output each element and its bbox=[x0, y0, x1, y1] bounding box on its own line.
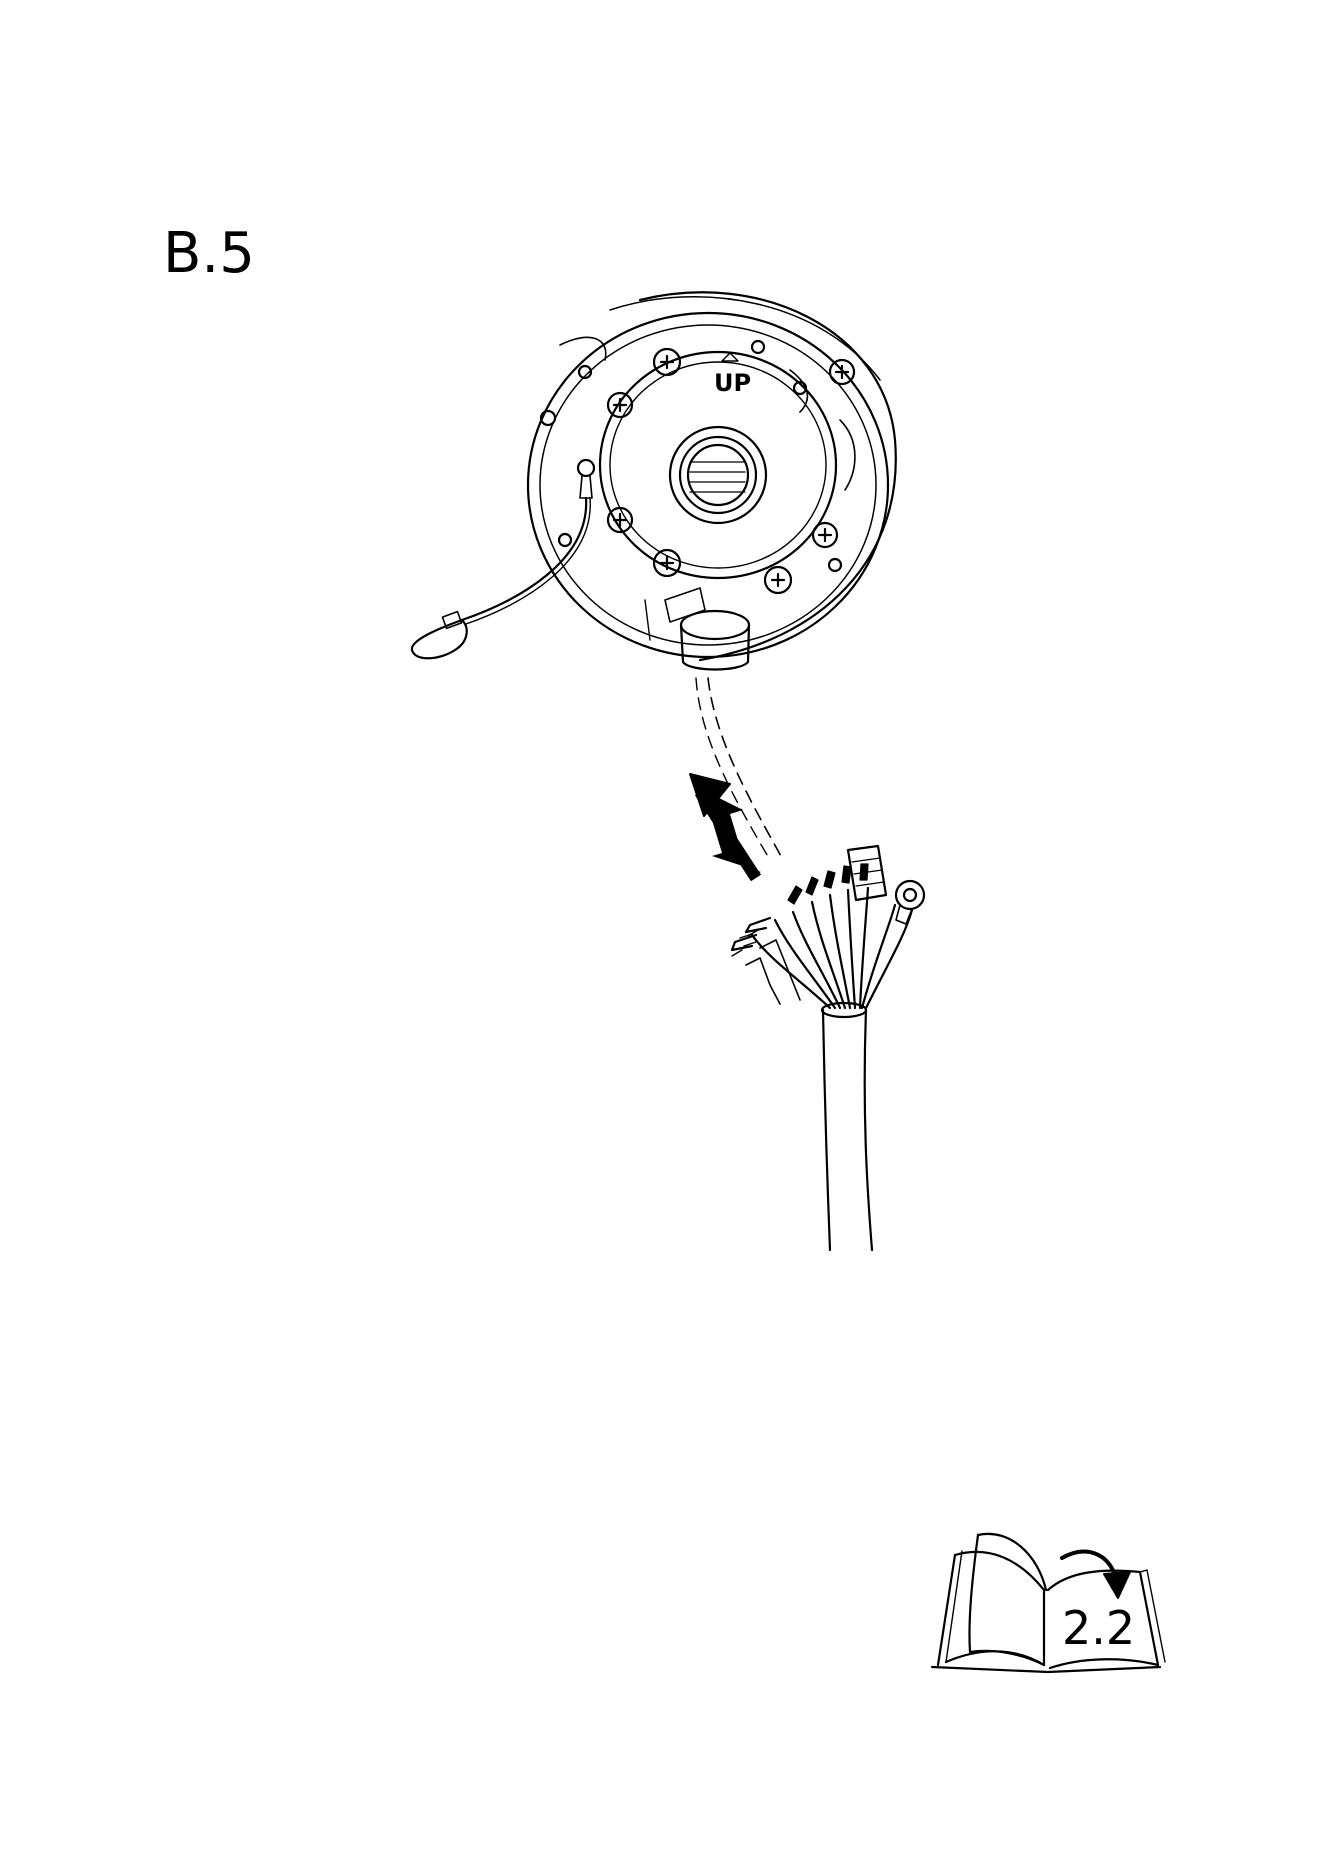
up-marking: UP bbox=[714, 369, 751, 397]
cable-bundle-icon bbox=[732, 846, 924, 1250]
arrow-up-icon bbox=[690, 774, 761, 878]
junction-box-icon: UP bbox=[528, 292, 896, 669]
page-turn-arrow-icon bbox=[1062, 1552, 1130, 1598]
safety-rope-icon bbox=[412, 460, 594, 658]
reference-page-number: 2.2 bbox=[1062, 1601, 1135, 1655]
